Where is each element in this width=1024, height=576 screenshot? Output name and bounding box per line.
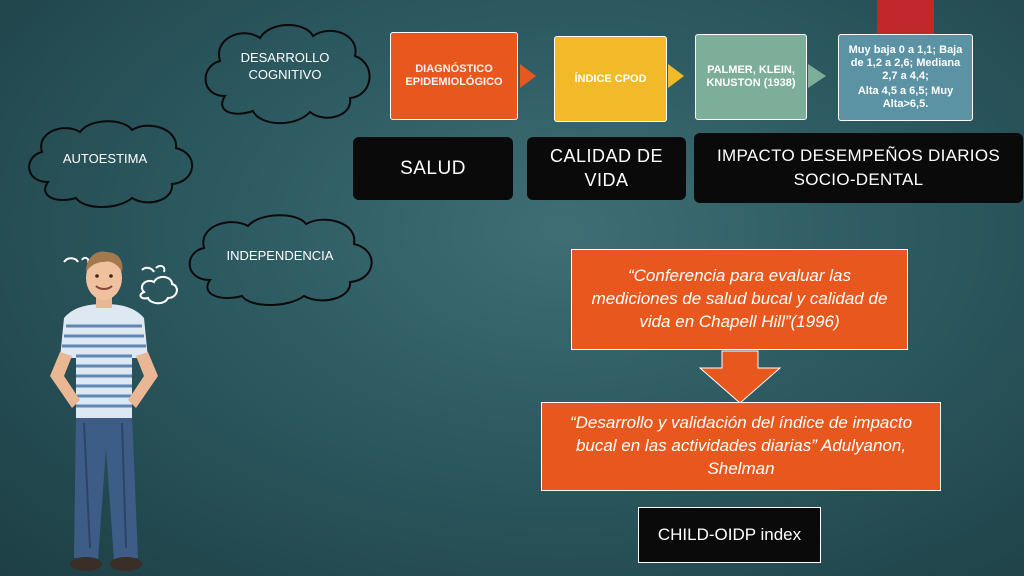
cloud-autoestima-text: AUTOESTIMA [62, 151, 148, 166]
child-oidp-index-label: CHILD-OIDP index [638, 507, 821, 563]
flow-step-diagnostico: DIAGNÓSTICO EPIDEMIOLÓGICO [390, 32, 518, 120]
cloud-desarrollo-text: DESARROLLO COGNITIVO [240, 50, 330, 82]
flow-step-scale: Muy baja 0 a 1,1; Baja de 1,2 a 2,6; Med… [838, 34, 973, 121]
cloud-desarrollo [204, 24, 371, 125]
cloud-independencia-text: INDEPENDENCIA [226, 248, 334, 263]
down-arrow-icon [698, 350, 782, 404]
flow-arrow-2-icon [668, 64, 684, 88]
label-calidad-de-vida: CALIDAD DE VIDA [527, 137, 686, 200]
flow-arrow-3-icon [808, 64, 826, 88]
flow-step-scale-line2: Alta 4,5 a 6,5; Muy Alta>6,5. [857, 85, 954, 110]
flow-arrow-1-icon [520, 64, 536, 88]
cloud-independencia [188, 214, 373, 306]
label-impacto: IMPACTO DESEMPEÑOS DIARIOS SOCIO-DENTAL [694, 133, 1023, 203]
red-accent-tab [877, 0, 934, 34]
flow-step-palmer-text: PALMER, KLEIN, KNUSTON (1938) [706, 64, 796, 89]
reference-desarrollo: “Desarrollo y validación del índice de i… [541, 402, 941, 491]
label-salud: SALUD [353, 137, 513, 200]
flow-step-indice-cpod-text: ÍNDICE CPOD [574, 72, 647, 85]
cloud-autoestima [28, 120, 194, 208]
flow-step-indice-cpod: ÍNDICE CPOD [554, 36, 667, 122]
flow-step-palmer: PALMER, KLEIN, KNUSTON (1938) [695, 34, 807, 120]
reference-conferencia: “Conferencia para evaluar las mediciones… [571, 249, 908, 350]
flow-step-scale-line1: Muy baja 0 a 1,1; Baja de 1,2 a 2,6; Med… [848, 44, 963, 82]
boy-illustration [50, 251, 158, 571]
flow-step-diagnostico-text: DIAGNÓSTICO EPIDEMIOLÓGICO [405, 63, 503, 88]
thought-bubbles [63, 256, 178, 305]
